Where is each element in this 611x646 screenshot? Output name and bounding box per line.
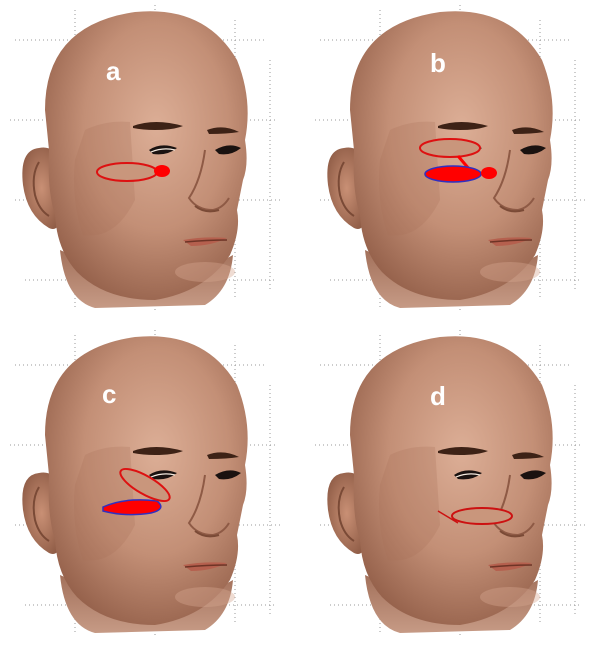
panel-b: b: [310, 0, 610, 320]
red-dot-marker: [154, 165, 170, 177]
face-illustration: [310, 0, 610, 320]
infraorbital-outline: [97, 163, 157, 181]
red-dot-marker: [481, 167, 497, 179]
panel-label-a: a: [106, 58, 120, 84]
panel-d: d: [310, 325, 610, 645]
filled-red-ellipse: [425, 166, 481, 182]
panel-label-d: d: [430, 383, 446, 409]
upper-ellipse-outline: [420, 139, 480, 157]
panel-a: a: [5, 0, 305, 320]
face-illustration: [5, 0, 305, 320]
panel-label-b: b: [430, 50, 446, 76]
panel-label-c: c: [102, 381, 116, 407]
face-illustration: [5, 325, 305, 645]
ellipse-outline: [452, 508, 512, 524]
face-illustration: [310, 325, 610, 645]
panel-c: c: [5, 325, 305, 645]
